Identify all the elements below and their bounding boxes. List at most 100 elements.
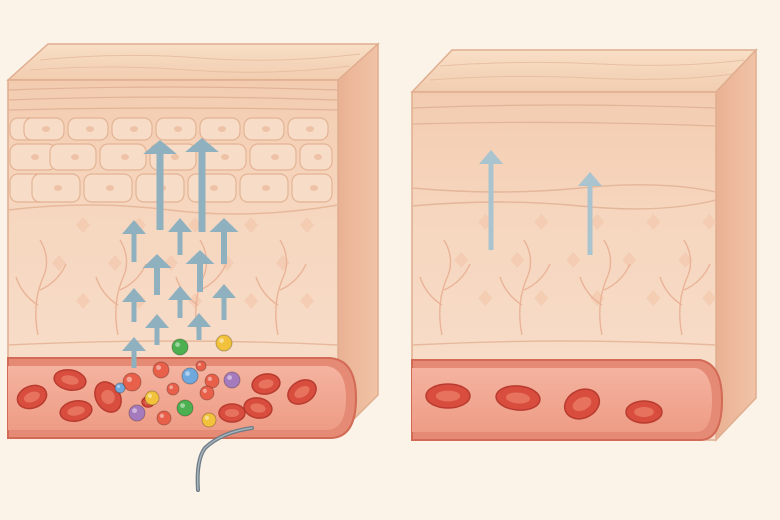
particle-highlight [132, 408, 138, 413]
cell-nucleus [54, 185, 62, 191]
cell-nucleus [221, 154, 229, 160]
particle-highlight [156, 365, 162, 370]
cell-nucleus [106, 185, 114, 191]
up-arrow-head [143, 140, 177, 154]
cell-nucleus [210, 185, 218, 191]
cell-nucleus [310, 185, 318, 191]
red-blood-cell-center [250, 403, 266, 413]
right-dermis-texture [411, 214, 717, 346]
left-red-blood-cells [16, 369, 317, 423]
dermis-fiber [419, 239, 471, 336]
particle-highlight [219, 338, 225, 343]
red-blood-cell-center [61, 375, 79, 385]
up-arrow-head [122, 337, 146, 351]
drug-particle [156, 410, 172, 426]
dermis-fiber [659, 239, 711, 336]
red-blood-cell-center [634, 407, 654, 417]
left-epidermis-cells [9, 117, 333, 203]
red-blood-cell-center [67, 406, 85, 416]
dermis-cell [702, 290, 717, 306]
cell-nucleus [121, 154, 129, 160]
left-top-face [6, 43, 380, 81]
red-blood-cell-center [435, 390, 461, 402]
drug-particle [176, 399, 194, 417]
dermis-cell [108, 255, 123, 271]
dermis-boundary [7, 340, 339, 346]
red-blood-cell-center [101, 389, 115, 405]
red-blood-cell-center [505, 392, 531, 404]
cell-nucleus [71, 154, 79, 160]
particle-highlight [117, 385, 120, 388]
dermis-cell [590, 214, 605, 230]
drug-particle [152, 361, 170, 379]
up-arrow-head [209, 218, 239, 232]
dermis-cell [534, 214, 549, 230]
particle-highlight [204, 415, 209, 420]
dermis-cell [76, 217, 91, 233]
right-top-face [410, 49, 758, 93]
particle-highlight [147, 393, 152, 398]
drug-particle [171, 338, 189, 356]
cell-nucleus [306, 126, 314, 132]
up-arrow-head [168, 286, 192, 300]
right-skin-block [410, 48, 758, 442]
drug-particle [122, 372, 142, 392]
dermis-cell [52, 255, 67, 271]
up-arrow-head [122, 220, 146, 234]
dermis-fiber [579, 239, 631, 336]
cell-nucleus [86, 126, 94, 132]
dermis-fiber [255, 239, 307, 336]
particle-highlight [185, 371, 191, 376]
cell-nucleus [130, 126, 138, 132]
left-skin-block [6, 42, 380, 492]
up-arrow-head [212, 284, 236, 298]
drug-particle [195, 360, 207, 372]
dermis-cell [300, 293, 315, 309]
particle-highlight [175, 342, 181, 347]
up-arrow-head [187, 313, 211, 327]
dermis-fiber [15, 239, 67, 336]
particle-highlight [227, 375, 233, 380]
drug-particle [199, 385, 215, 401]
dermis-cell [454, 252, 469, 268]
right-permeation-arrows [479, 150, 602, 255]
particle-highlight [180, 403, 186, 408]
dermis-cell [566, 252, 581, 268]
up-arrow-head [578, 172, 602, 186]
left-permeation-arrows [122, 138, 239, 368]
right-side-face [715, 48, 757, 442]
cell-nucleus [171, 154, 179, 160]
particle-highlight [207, 376, 212, 381]
cell-nucleus [174, 126, 182, 132]
up-arrow-head [142, 254, 172, 268]
dermis-fiber [499, 239, 551, 336]
up-arrow-head [168, 218, 192, 232]
cell-nucleus [218, 126, 226, 132]
cell-nucleus [271, 154, 279, 160]
dermis-cell [76, 293, 91, 309]
particle-highlight [198, 363, 201, 366]
dermis-cell [646, 290, 661, 306]
dermis-boundary [411, 340, 717, 346]
drug-particle [181, 367, 199, 385]
cell-nucleus [31, 154, 39, 160]
particle-highlight [126, 376, 132, 382]
drug-particle [166, 382, 180, 396]
dermis-cell [534, 290, 549, 306]
left-drug-particles [114, 334, 241, 428]
drug-particle [201, 412, 217, 428]
cell-nucleus [262, 126, 270, 132]
cell-nucleus [262, 185, 270, 191]
drug-particle [223, 371, 241, 389]
drug-particle [215, 334, 233, 352]
dermis-cell [300, 217, 315, 233]
red-blood-cell-center [224, 408, 240, 418]
dermis-cell [646, 214, 661, 230]
red-blood-cell-center [572, 396, 592, 412]
dermis-cell [244, 293, 259, 309]
up-arrow-head [122, 288, 146, 302]
particle-highlight [202, 388, 207, 393]
right-red-blood-cells [425, 383, 663, 424]
